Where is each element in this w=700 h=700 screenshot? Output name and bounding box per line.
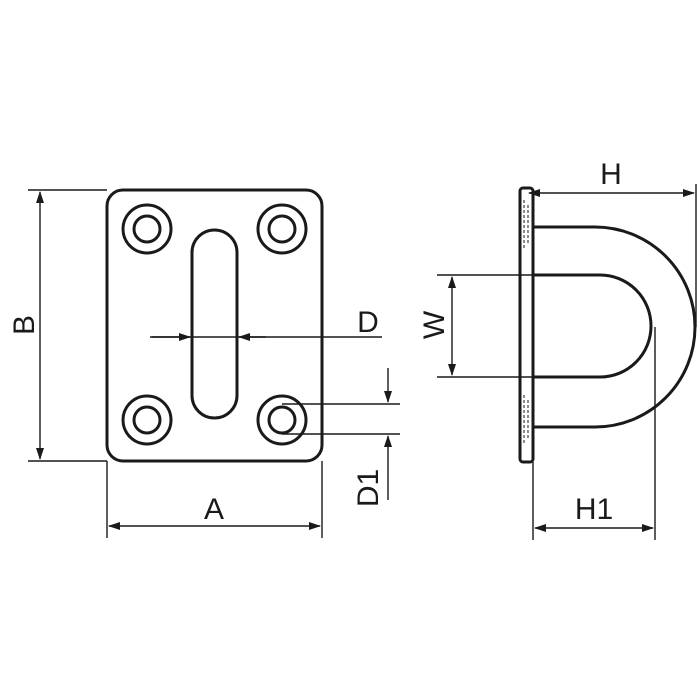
mounting-hole-top-left [121, 203, 173, 255]
u-loop-inner [531, 273, 653, 379]
hidden-lines [523, 200, 529, 445]
dimension-b-label: B [8, 315, 41, 335]
mounting-hole-bottom-right [256, 394, 308, 446]
mounting-hole-top-right [256, 203, 308, 255]
dimension-d: D [150, 306, 382, 341]
side-plate [518, 186, 535, 464]
dimension-h: H [528, 158, 697, 327]
front-view-plate [105, 188, 324, 463]
dimension-a-label: A [204, 493, 224, 526]
dimension-h1: H1 [532, 327, 656, 540]
mounting-hole-bottom-left [121, 394, 173, 446]
dimension-d-label: D [357, 306, 379, 339]
dimension-d1: D1 [282, 368, 400, 507]
u-loop-outer [531, 225, 697, 429]
side-view [518, 186, 697, 464]
dimension-d1-label: D1 [352, 469, 385, 507]
dimension-h1-label: H1 [575, 493, 613, 526]
dimension-b: B [8, 189, 107, 462]
dimension-h-label: H [600, 158, 622, 191]
plate-outline [105, 188, 324, 463]
dimension-w: W [418, 274, 600, 378]
center-slot [190, 228, 239, 420]
dimension-a: A [106, 461, 323, 538]
dimension-w-label: W [418, 310, 451, 339]
